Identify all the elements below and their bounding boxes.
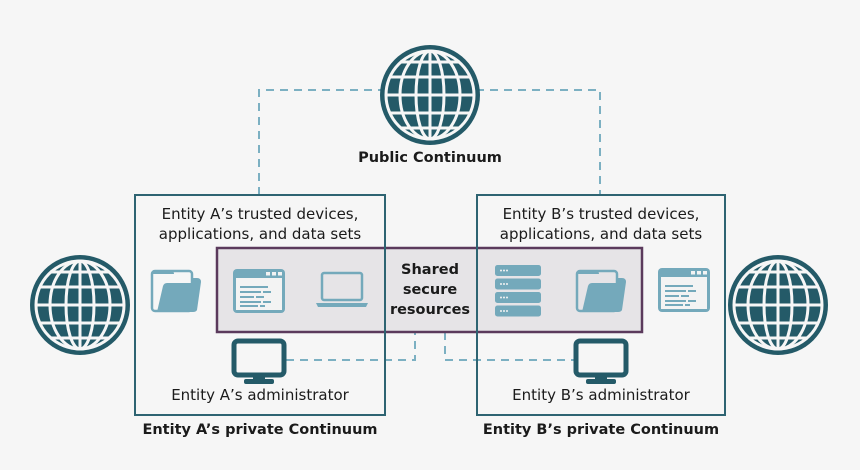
entity-a-private-continuum-label: Entity A’s private Continuum	[142, 422, 378, 438]
entity-a-devices-label-line2: applications, and data sets	[158, 225, 362, 243]
entity-b-admin-monitor-icon	[576, 341, 626, 384]
entity-b-devices-label-line1: Entity B’s trusted devices,	[502, 205, 700, 223]
entity-a-private-box	[134, 194, 386, 416]
entity-a-folder-icon	[150, 269, 203, 314]
entity-b-devices-label-line2: applications, and data sets	[499, 225, 703, 243]
entity-b-browser-window-icon	[658, 268, 710, 312]
entity-a-admin-monitor-icon	[234, 341, 284, 384]
admin-a-connector-dashed-line	[286, 332, 416, 361]
entity-a-browser-window-icon	[233, 269, 285, 313]
shared-resources-label-line3: resources	[389, 302, 471, 318]
shared-resources-label-line1: Shared	[401, 262, 459, 278]
shared-resources-region	[215, 246, 644, 334]
public-globe-icon	[378, 43, 482, 147]
public-continuum-label: Public Continuum	[358, 150, 502, 166]
shared-resources-label-line2: secure	[402, 282, 458, 298]
entity-b-private-continuum-label: Entity B’s private Continuum	[482, 422, 720, 438]
entity-b-external-globe-icon	[726, 253, 830, 357]
entity-a-devices-label-line1: Entity A’s trusted devices,	[161, 205, 359, 223]
entity-a-admin-label: Entity A’s administrator	[171, 386, 349, 404]
admin-b-connector-dashed-line	[444, 332, 574, 361]
entity-a-external-globe-icon	[28, 253, 132, 357]
entity-b-private-box	[476, 194, 726, 416]
entity-b-admin-label: Entity B’s administrator	[512, 386, 690, 404]
